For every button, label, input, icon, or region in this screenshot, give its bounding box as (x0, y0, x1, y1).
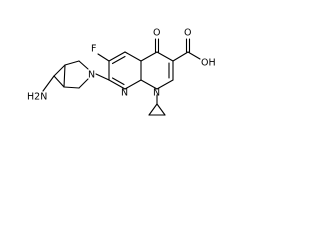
bond-c4-c3 (156, 51, 174, 62)
amine-substituent-label: H2N (27, 92, 47, 103)
bond-n8-c8a (124, 79, 142, 90)
bond-ch2-top-ch (64, 60, 80, 66)
bond-ch2-bottom-ch (63, 86, 80, 89)
n-cyclopropyl-bonds (148, 94, 166, 116)
ring-nitrogen-label: N (153, 88, 160, 99)
bond-c4a-c5 (124, 51, 142, 62)
bond-n-ch2-bottom (78, 78, 89, 89)
bond-cyclopropane-b (53, 75, 65, 88)
double-bond-c5-c6 (111, 55, 126, 65)
left-ring-bonds (108, 51, 142, 90)
carboxylic-acid-bonds (172, 38, 201, 62)
bond-cyclopropane-nh2 (42, 75, 55, 92)
bond-c4a-c4 (140, 51, 158, 62)
bond-cyclopropyl-right (156, 103, 166, 116)
double-bond-c7-n8 (111, 77, 125, 86)
bond-c5-c6 (108, 51, 126, 62)
ketone-bonds (154, 38, 160, 53)
molecule-structure: F O O OH N N N H2N (27, 28, 216, 116)
bond-cooh-oh (187, 51, 201, 60)
amine-nitrogen-label: N (88, 70, 95, 81)
ketone-oxygen-label: O (153, 28, 160, 39)
right-ring-bonds (140, 51, 174, 90)
bond-cyclopropane-a (53, 64, 66, 77)
bond-c3-cooh (172, 51, 189, 62)
bond-c2-n1 (156, 79, 174, 90)
acid-carbonyl-oxygen-label: O (184, 28, 191, 39)
pyridine-nitrogen-label: N (121, 88, 128, 99)
bond-n-ch2-top (78, 60, 89, 70)
bond-cyclopropyl-left (148, 103, 158, 116)
bond-n1-c8a (140, 79, 158, 90)
fluorine-label: F (91, 44, 96, 55)
acid-oh-label: OH (201, 58, 216, 69)
bond-ch-ch (63, 64, 66, 88)
bicyclic-amine-bonds (42, 60, 110, 92)
bond-c6-f (97, 53, 110, 62)
bond-c7-n (95, 73, 110, 81)
bond-c7-n8 (108, 79, 126, 90)
